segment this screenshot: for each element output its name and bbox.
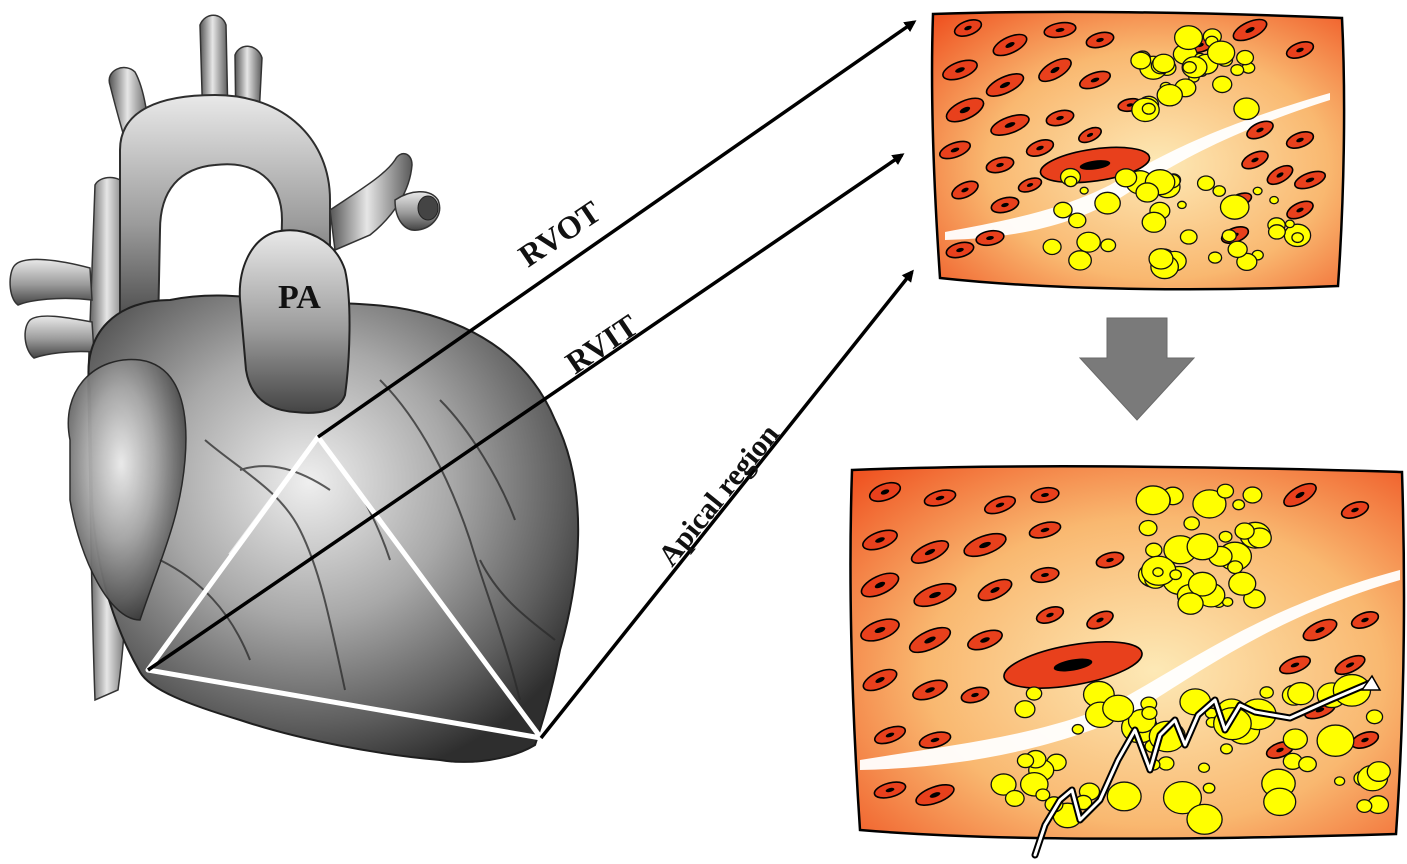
fat-cell: [1153, 568, 1163, 577]
fat-cell: [1198, 176, 1215, 190]
fat-cell: [1357, 800, 1372, 813]
fat-cell: [1142, 103, 1155, 114]
fat-cell: [1036, 789, 1050, 801]
fat-cell: [1221, 744, 1233, 754]
fat-cell: [1054, 202, 1072, 218]
fat-cell: [1299, 757, 1317, 772]
fat-cell: [1183, 62, 1196, 73]
fat-cell: [1233, 500, 1245, 510]
fat-cell: [1269, 225, 1286, 239]
fat-cell: [1043, 239, 1061, 254]
pulmonary-vein-left-2: [25, 316, 94, 358]
fat-cell: [1170, 570, 1181, 580]
pulmonary-artery: [240, 230, 350, 413]
fat-cell: [1184, 517, 1199, 530]
fat-cell: [1264, 788, 1296, 815]
fat-cell: [1292, 233, 1303, 243]
fat-cell: [1208, 41, 1235, 64]
fat-cell: [1285, 220, 1294, 227]
fat-cell: [1199, 763, 1210, 772]
fat-cell: [1146, 543, 1162, 557]
fat-cell: [1115, 169, 1136, 187]
fat-cell: [1103, 695, 1134, 721]
fat-cell: [1335, 777, 1345, 786]
fat-cell: [1077, 232, 1100, 252]
fat-cell: [1017, 754, 1033, 768]
fat-cell: [1317, 725, 1354, 756]
fat-cell: [1237, 50, 1254, 64]
fat-cell: [1228, 241, 1247, 257]
pa-label: PA: [278, 279, 321, 316]
fat-cell: [1187, 804, 1222, 834]
fat-cell: [1231, 65, 1244, 76]
fat-cell: [1283, 729, 1307, 749]
fat-cell: [1069, 251, 1092, 270]
fat-cell: [1072, 725, 1083, 734]
fat-cell: [1136, 486, 1170, 515]
fat-cell: [1178, 593, 1203, 614]
fat-cell: [1229, 572, 1256, 595]
fat-cell: [1142, 212, 1165, 232]
fat-cell: [1006, 790, 1025, 806]
fat-cell: [1136, 183, 1158, 202]
fat-cell: [1107, 782, 1141, 811]
fat-cell: [1065, 176, 1077, 186]
fat-cell: [1158, 757, 1173, 770]
fat-cell: [1217, 484, 1233, 498]
tissue-panel-bottom: [850, 466, 1404, 855]
rvot-label: RVOT: [512, 193, 607, 274]
apical-region-label: Apical region: [652, 418, 786, 573]
fat-cell: [1180, 230, 1197, 244]
fat-cell: [1288, 683, 1314, 705]
fat-cell: [1228, 561, 1243, 574]
fat-cell: [1367, 762, 1390, 782]
fat-cell: [1153, 54, 1175, 72]
fat-cell: [1366, 710, 1382, 724]
pulmonary-vessel-opening: [418, 196, 438, 220]
fat-cell: [1213, 186, 1225, 197]
fat-cell: [1220, 195, 1248, 219]
rvit-label: RVIT: [559, 307, 645, 381]
fat-cell: [1222, 230, 1236, 242]
pulmonary-vein-left: [10, 259, 92, 305]
fat-cell: [1149, 249, 1173, 269]
down-arrow-icon: [1080, 318, 1194, 420]
fat-cell: [1260, 687, 1273, 698]
fat-cell: [1015, 701, 1035, 718]
fat-cell: [1235, 523, 1254, 539]
fat-cell: [1139, 521, 1157, 536]
fat-cell: [1253, 187, 1262, 194]
heart-illustration: PA: [10, 15, 578, 762]
fat-cell: [1219, 531, 1232, 542]
fat-cell: [1026, 687, 1041, 700]
fat-cell: [1234, 98, 1259, 119]
fat-cell: [1209, 252, 1222, 263]
fat-cell: [1069, 213, 1086, 228]
fat-cell: [1178, 201, 1186, 208]
fat-cell: [1175, 26, 1203, 50]
fat-cell: [1101, 239, 1116, 252]
fat-cell: [1131, 52, 1151, 69]
fat-cell: [1243, 487, 1262, 503]
fat-cell: [1157, 84, 1182, 105]
tissue-panel-top: [932, 12, 1344, 289]
fat-cell: [1080, 187, 1088, 194]
fat-cell: [1203, 783, 1215, 793]
fat-cell: [1213, 76, 1232, 92]
fat-cell: [1142, 707, 1157, 720]
fat-cell: [1095, 192, 1120, 214]
fat-cell: [1187, 534, 1218, 560]
fat-cell: [1270, 196, 1279, 203]
rvot-arrow: [318, 22, 914, 437]
